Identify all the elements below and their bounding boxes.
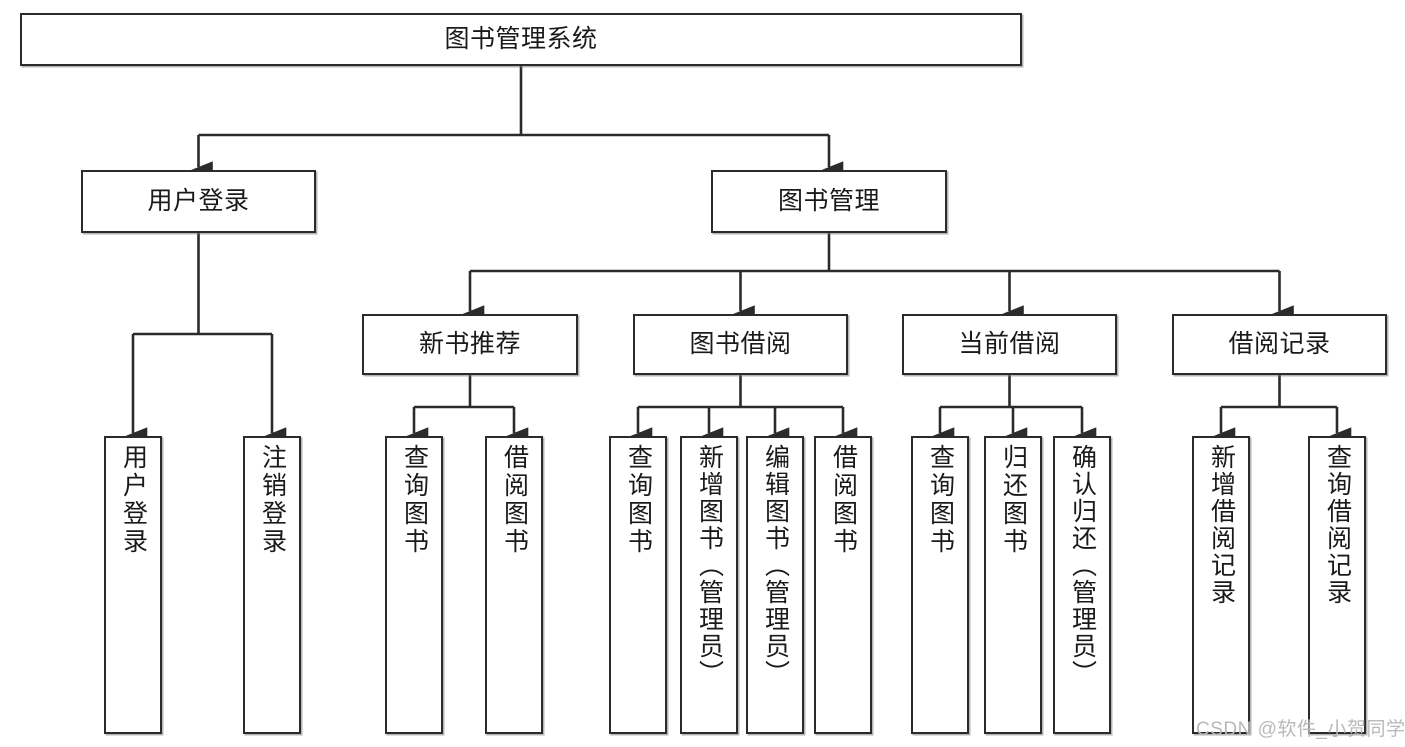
node-label: 确认归还（管理员） [1068,444,1097,687]
node-leaf-cur-confirm[interactable]: 确认归还（管理员） [1053,436,1111,734]
node-leaf-borrow-query[interactable]: 查询图书 [609,436,667,734]
node-leaf-cur-query[interactable]: 查询图书 [911,436,969,734]
node-label: 借阅图书 [500,444,529,556]
node-label: 借阅图书 [829,444,858,556]
node-book-borrow[interactable]: 图书借阅 [633,314,848,375]
node-current-borrow[interactable]: 当前借阅 [902,314,1117,375]
node-label: 查询图书 [624,444,653,556]
node-label: 新书推荐 [418,329,521,358]
node-new-book-rec[interactable]: 新书推荐 [362,314,578,375]
node-label: 图书管理 [777,186,880,215]
node-leaf-borrow-lend[interactable]: 借阅图书 [814,436,872,734]
node-leaf-borrow-add[interactable]: 新增图书（管理员） [680,436,738,734]
edges [118,66,1352,451]
node-label: 新增借阅记录 [1207,444,1236,606]
node-label: 归还图书 [999,444,1028,556]
node-leaf-rec-query2[interactable]: 查询借阅记录 [1308,436,1366,734]
node-borrow-record[interactable]: 借阅记录 [1172,314,1387,375]
node-label: 图书管理系统 [444,24,598,53]
node-label: 图书借阅 [689,329,792,358]
node-book-manage[interactable]: 图书管理 [711,170,947,233]
node-leaf-user-logout[interactable]: 注销登录 [243,436,301,734]
node-leaf-rec-add[interactable]: 新增借阅记录 [1192,436,1250,734]
node-label: 当前借阅 [958,329,1061,358]
node-label: 用户登录 [147,186,250,215]
node-leaf-cur-return[interactable]: 归还图书 [984,436,1042,734]
node-label: 编辑图书（管理员） [761,444,790,687]
node-leaf-rec-borrow[interactable]: 借阅图书 [485,436,543,734]
watermark: CSDN @软件_小贺同学 [1196,719,1405,740]
node-label: 用户登录 [119,444,148,556]
node-leaf-user-login[interactable]: 用户登录 [104,436,162,734]
node-label: 借阅记录 [1228,329,1331,358]
node-label: 查询图书 [926,444,955,556]
node-user-login[interactable]: 用户登录 [81,170,316,233]
node-leaf-rec-query[interactable]: 查询图书 [385,436,443,734]
node-label: 新增图书（管理员） [695,444,724,687]
node-label: 查询借阅记录 [1323,444,1352,606]
node-label: 查询图书 [400,444,429,556]
node-leaf-borrow-edit[interactable]: 编辑图书（管理员） [746,436,804,734]
node-label: 注销登录 [258,444,287,556]
node-root[interactable]: 图书管理系统 [20,13,1022,66]
